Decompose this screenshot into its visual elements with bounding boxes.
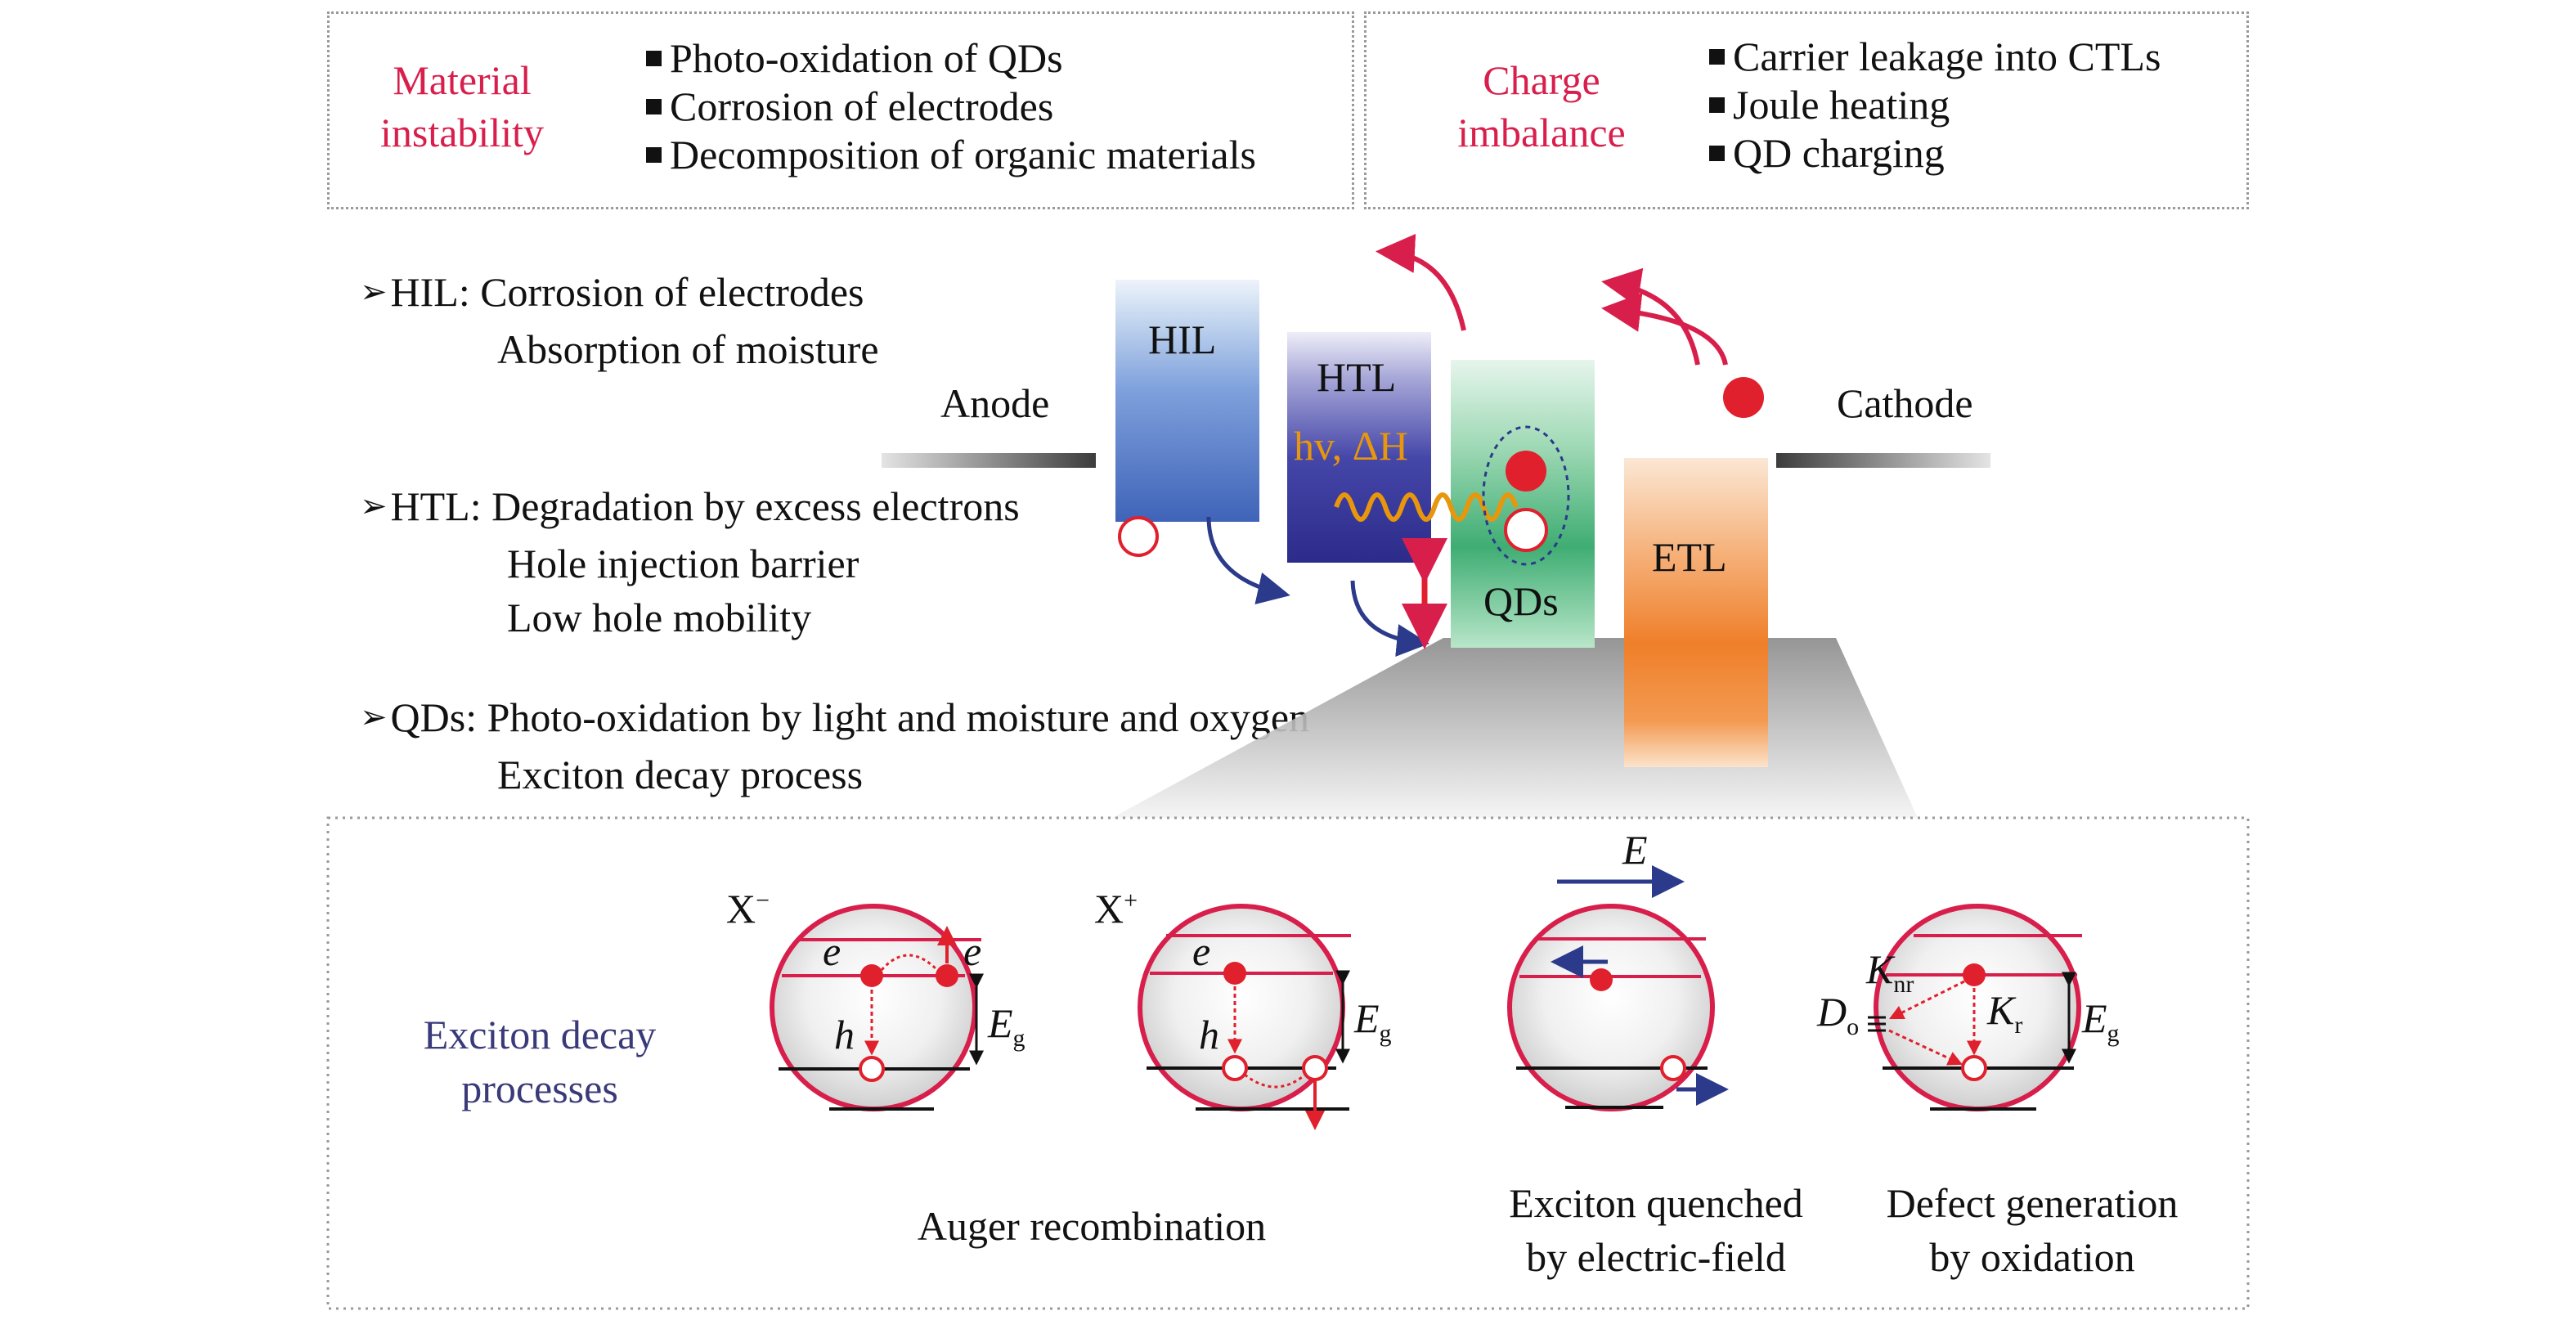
bandgap-label: Eg <box>988 1000 1025 1052</box>
electron-icon <box>1223 962 1246 985</box>
hole-label: h <box>834 1012 855 1057</box>
anode-label: Anode <box>940 380 1050 426</box>
htl-layer <box>1287 332 1431 563</box>
bullet-square-icon <box>1709 49 1725 65</box>
electron-label: e <box>823 928 841 974</box>
sphere-x-plus <box>1138 904 1351 1130</box>
material-instability-box <box>327 11 1354 209</box>
arrowhead-icon: ➢ <box>360 273 388 310</box>
hole-icon <box>859 1056 885 1082</box>
leakage-arrow <box>1601 293 1728 366</box>
qds-label: QDs <box>1483 578 1559 624</box>
list-item: Joule heating <box>1709 81 2161 129</box>
arrowhead-icon: ➢ <box>360 698 388 735</box>
zoom-funnel <box>1112 638 1918 818</box>
sphere-x-minus <box>770 904 984 1111</box>
exciton-ellipse <box>1482 425 1570 566</box>
hole-injection-arrow <box>1350 580 1429 657</box>
electron-icon <box>1590 968 1613 991</box>
list-item: Decomposition of organic materials <box>646 131 1256 179</box>
defect-caption: Defect generation by oxidation <box>1886 1180 2179 1280</box>
etl-label: ETL <box>1652 534 1727 580</box>
hole-icon <box>1118 516 1159 557</box>
exciton-decay-label: Exciton decay processes <box>423 1012 657 1111</box>
list-item: QD charging <box>1709 129 2161 177</box>
list-item: Carrier leakage into CTLs <box>1709 33 2161 81</box>
electron-icon <box>860 964 883 987</box>
bullet-square-icon <box>646 51 662 67</box>
electron-icon <box>1723 377 1764 418</box>
electron-icon <box>1963 963 1986 986</box>
x-plus-label: X+ <box>1094 886 1138 932</box>
cathode-electrode <box>1776 453 1990 468</box>
hil-layer <box>1115 280 1259 522</box>
sphere-defect <box>1868 904 2082 1111</box>
qds-layer <box>1451 360 1595 648</box>
defect-label: Do <box>1817 989 1860 1040</box>
electron-icon <box>1506 451 1546 492</box>
x-minus-label: X− <box>726 886 770 932</box>
hole-label: h <box>1199 1012 1219 1057</box>
exciton-decay-panel <box>326 816 2250 1310</box>
electron-icon <box>936 964 958 987</box>
electron-label: e <box>1192 928 1211 974</box>
cathode-label: Cathode <box>1837 380 1973 426</box>
hole-transfer-arrow <box>1206 516 1290 605</box>
etl-layer <box>1624 458 1768 767</box>
leakage-arrow <box>1601 267 1700 366</box>
leakage-arrow <box>1376 233 1466 331</box>
htl-note: ➢HTL: Degradation by excess electrons Ho… <box>360 479 1020 644</box>
kr-label: Kr <box>1987 987 2023 1039</box>
quench-caption: Exciton quenched by electric-field <box>1509 1180 1803 1280</box>
material-instability-title: Material instability <box>380 57 544 155</box>
arrowhead-icon: ➢ <box>360 487 388 524</box>
heat-label: hv, ΔH <box>1294 423 1409 469</box>
electric-field-label: E <box>1622 827 1648 873</box>
charge-imbalance-box <box>1364 11 2249 209</box>
bullet-square-icon <box>1709 97 1725 114</box>
sphere-field-quench <box>1507 865 1729 1111</box>
material-instability-list: Photo-oxidation of QDs Corrosion of elec… <box>646 34 1256 179</box>
auger-caption: Auger recombination <box>917 1203 1267 1249</box>
charge-imbalance-list: Carrier leakage into CTLs Joule heating … <box>1709 33 2161 177</box>
bullet-square-icon <box>646 99 662 115</box>
hole-icon <box>1961 1055 1987 1081</box>
bandgap-label: Eg <box>1354 995 1392 1047</box>
hole-icon <box>1504 508 1548 552</box>
bandgap-label: Eg <box>2082 995 2120 1047</box>
hole-icon <box>1222 1055 1248 1081</box>
list-item: Photo-oxidation of QDs <box>646 34 1256 83</box>
bullet-square-icon <box>1709 146 1725 162</box>
qds-note: ➢QDs: Photo-oxidation by light and moist… <box>360 690 1309 801</box>
hil-label: HIL <box>1148 317 1217 362</box>
hole-icon <box>1302 1055 1328 1081</box>
list-item: Corrosion of electrodes <box>646 83 1256 131</box>
charge-imbalance-title: Charge imbalance <box>1457 57 1626 155</box>
bullet-square-icon <box>646 147 662 164</box>
knr-label: Knr <box>1866 946 1914 998</box>
htl-label: HTL <box>1317 354 1397 400</box>
hil-note: ➢HIL: Corrosion of electrodes Absorption… <box>360 265 879 376</box>
hole-icon <box>1660 1055 1686 1081</box>
anode-electrode <box>882 453 1096 468</box>
electron-label: e <box>963 928 982 974</box>
